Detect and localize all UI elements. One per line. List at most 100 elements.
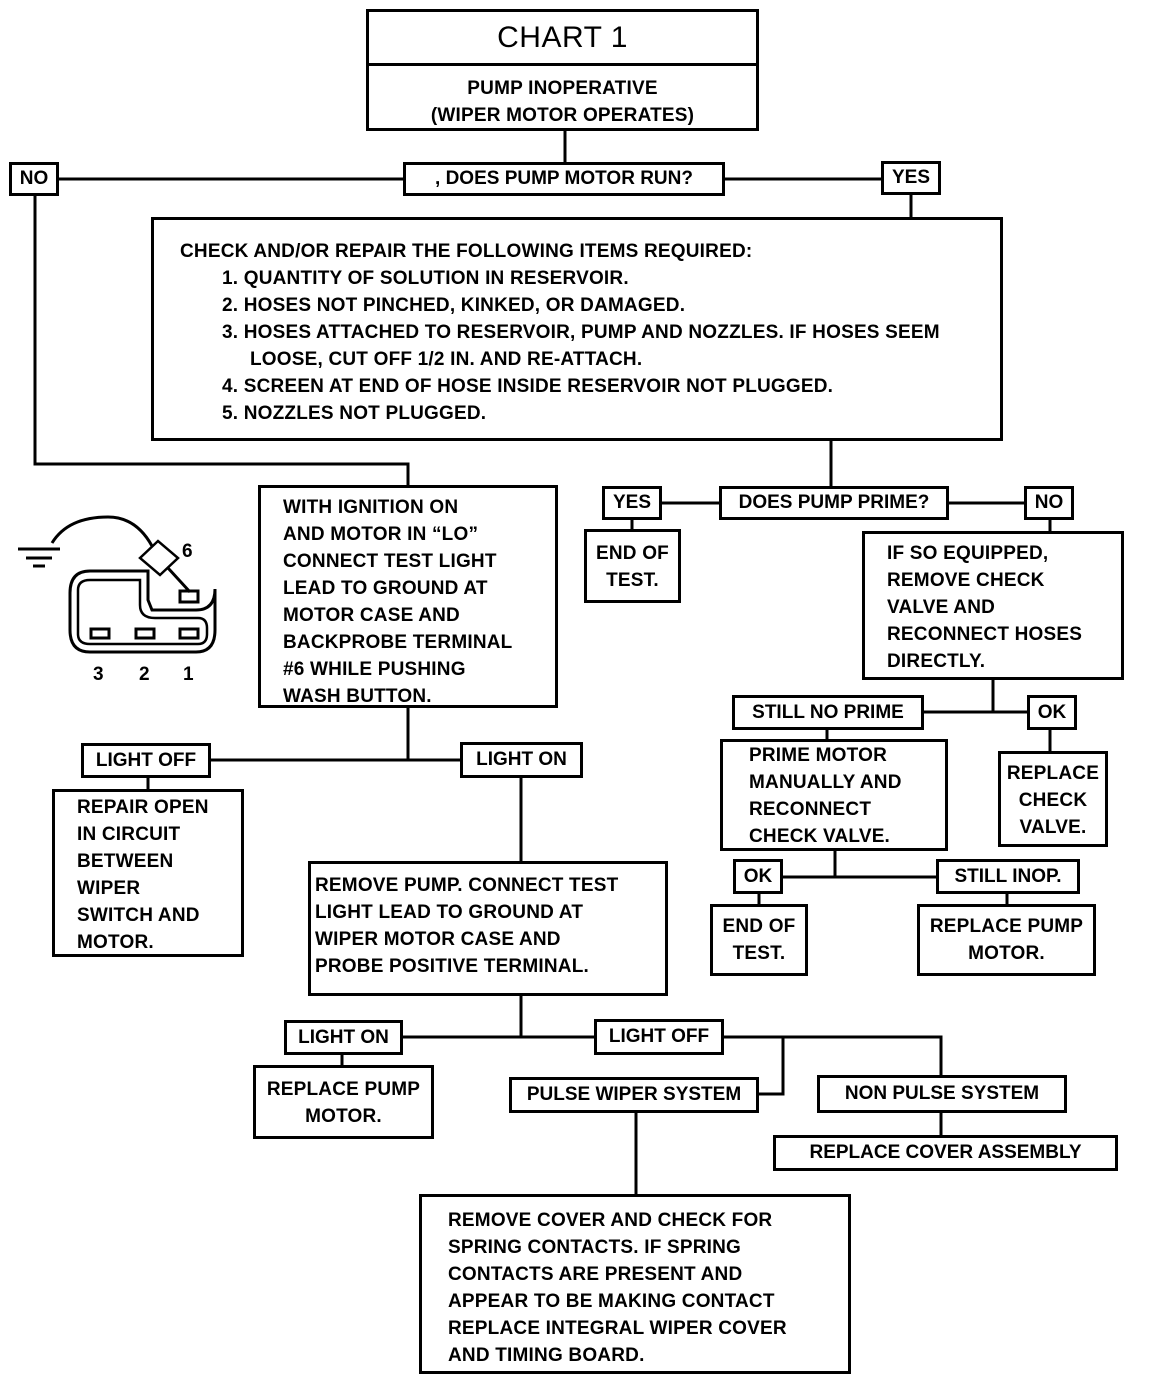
remove-pump-line-1: REMOVE PUMP. CONNECT TEST [315, 875, 619, 896]
check-items-list: 1. QUANTITY OF SOLUTION IN RESERVOIR. 2.… [180, 265, 990, 427]
prime-line-2: MANUALLY AND [749, 772, 902, 793]
edge-no-to-ignition [33, 195, 410, 486]
ignition-line-2: AND MOTOR IN “LO” [283, 524, 479, 545]
replace-check-valve-box: REPLACE CHECK VALVE. [998, 751, 1108, 847]
connector-outline [68, 569, 217, 654]
remove-replace-line-1: REPLACE PUMP [266, 1079, 421, 1100]
replace-cover-assembly-box: REPLACE COVER ASSEMBLY [773, 1135, 1118, 1171]
probe-tip [166, 566, 192, 594]
terminal-1-slot [178, 627, 200, 640]
remove-replace-pump-box: REPLACE PUMP MOTOR. [253, 1065, 434, 1139]
non-pulse-system-label: NON PULSE SYSTEM [817, 1075, 1067, 1113]
prime-ok-label: OK [733, 859, 783, 894]
pulse-wiper-system-label: PULSE WIPER SYSTEM [509, 1077, 759, 1113]
spring-line-6: AND TIMING BOARD. [448, 1345, 645, 1366]
ignition-line-8: WASH BUTTON. [283, 686, 432, 707]
valve-line-5: DIRECTLY. [887, 651, 986, 672]
connector-inner [76, 578, 209, 646]
q1-yes-label: YES [881, 161, 941, 195]
light-on-label: LIGHT ON [460, 742, 583, 778]
remove-pump-box: REMOVE PUMP. CONNECT TEST LIGHT LEAD TO … [308, 861, 668, 996]
replace-valve-line-3: VALVE. [1019, 817, 1087, 838]
title-line1: PUMP INOPERATIVE [467, 78, 658, 99]
repair-line-2: IN CIRCUIT [77, 824, 181, 845]
ignition-line-7: #6 WHILE PUSHING [283, 659, 466, 680]
edge-off-to-nonpulse [783, 1035, 943, 1076]
q2-end-line-2: TEST. [606, 570, 659, 591]
prime-line-3: RECONNECT [749, 799, 872, 820]
still-inop-label: STILL INOP. [936, 859, 1080, 894]
title-line2: (WIPER MOTOR OPERATES) [430, 105, 695, 126]
edge-off-to-pulse [722, 1035, 785, 1096]
remove-pump-line-2: LIGHT LEAD TO GROUND AT [315, 902, 584, 923]
spring-contacts-box: REMOVE COVER AND CHECK FOR SPRING CONTAC… [419, 1194, 851, 1374]
spring-line-2: SPRING CONTACTS. IF SPRING [448, 1237, 742, 1258]
remove-light-off-label: LIGHT OFF [594, 1019, 724, 1055]
valve-ok-label: OK [1027, 695, 1077, 730]
prime-replace-pump-box: REPLACE PUMP MOTOR. [917, 904, 1096, 976]
repair-open-circuit-box: REPAIR OPEN IN CIRCUIT BETWEEN WIPER SWI… [52, 789, 244, 957]
prime-line-4: CHECK VALVE. [749, 826, 891, 847]
prime-replace-line-2: MOTOR. [968, 943, 1045, 964]
q1-does-pump-motor-run: , DOES PUMP MOTOR RUN? [403, 162, 725, 196]
chart-title: CHART 1 [369, 12, 756, 66]
prime-end-line-1: END OF [722, 916, 796, 937]
prime-motor-box: PRIME MOTOR MANUALLY AND RECONNECT CHECK… [720, 739, 948, 851]
terminal-2-label: 2 [139, 664, 150, 685]
light-off-label: LIGHT OFF [81, 743, 211, 778]
remove-check-valve-box: IF SO EQUIPPED, REMOVE CHECK VALVE AND R… [862, 531, 1124, 680]
prime-end-line-2: TEST. [732, 943, 786, 964]
repair-line-3: BETWEEN [77, 851, 174, 872]
ignition-line-1: WITH IGNITION ON [283, 497, 459, 518]
terminal-6-label: 6 [182, 541, 193, 562]
replace-valve-line-2: CHECK [1018, 790, 1088, 811]
valve-line-2: REMOVE CHECK [887, 570, 1045, 591]
repair-line-6: MOTOR. [77, 932, 154, 953]
remove-replace-line-2: MOTOR. [305, 1106, 382, 1127]
prime-replace-line-1: REPLACE PUMP [929, 916, 1084, 937]
check-item-2: 2. HOSES NOT PINCHED, KINKED, OR DAMAGED… [222, 295, 686, 316]
prime-line-1: PRIME MOTOR [749, 745, 888, 766]
connector-diagram [18, 515, 217, 654]
check-heading: CHECK AND/OR REPAIR THE FOLLOWING ITEMS … [180, 241, 753, 262]
valve-line-4: RECONNECT HOSES [887, 624, 1083, 645]
repair-line-1: REPAIR OPEN [77, 797, 209, 818]
ignition-line-6: BACKPROBE TERMINAL [283, 632, 513, 653]
q2-end-of-test: END OF TEST. [584, 529, 681, 603]
spring-line-3: CONTACTS ARE PRESENT AND [448, 1264, 743, 1285]
check-item-4: 4. SCREEN AT END OF HOSE INSIDE RESERVOI… [222, 376, 834, 397]
q2-no-label: NO [1024, 486, 1074, 520]
terminal-3-slot [89, 627, 111, 640]
valve-line-3: VALVE AND [887, 597, 996, 618]
spring-line-1: REMOVE COVER AND CHECK FOR [448, 1210, 773, 1231]
ignition-line-4: LEAD TO GROUND AT [283, 578, 488, 599]
replace-valve-line-1: REPLACE [1006, 763, 1100, 784]
spring-line-5: REPLACE INTEGRAL WIPER COVER [448, 1318, 787, 1339]
q2-end-line-1: END OF [596, 543, 669, 564]
remove-pump-line-4: PROBE POSITIVE TERMINAL. [315, 956, 589, 977]
ignition-test-box: WITH IGNITION ON AND MOTOR IN “LO” CONNE… [258, 485, 558, 708]
prime-end-of-test: END OF TEST. [710, 904, 808, 976]
spring-line-4: APPEAR TO BE MAKING CONTACT [448, 1291, 775, 1312]
test-probe-icon [138, 539, 180, 577]
remove-pump-line-3: WIPER MOTOR CASE AND [315, 929, 561, 950]
still-no-prime-label: STILL NO PRIME [732, 695, 924, 730]
terminal-3-label: 3 [93, 664, 104, 685]
test-lead-wire [50, 515, 154, 547]
remove-light-on-label: LIGHT ON [284, 1020, 403, 1055]
repair-line-5: SWITCH AND [77, 905, 200, 926]
check-repair-box: CHECK AND/OR REPAIR THE FOLLOWING ITEMS … [151, 217, 1003, 441]
ignition-line-3: CONNECT TEST LIGHT [283, 551, 497, 572]
ignition-line-5: MOTOR CASE AND [283, 605, 460, 626]
valve-line-1: IF SO EQUIPPED, [887, 543, 1049, 564]
check-item-5: 5. NOZZLES NOT PLUGGED. [222, 403, 487, 424]
q1-no-label: NO [9, 162, 59, 196]
repair-line-4: WIPER [77, 878, 141, 899]
q2-yes-label: YES [602, 486, 662, 520]
terminal-2-slot [134, 627, 156, 640]
q2-does-pump-prime: DOES PUMP PRIME? [719, 486, 949, 520]
check-item-1: 1. QUANTITY OF SOLUTION IN RESERVOIR. [222, 268, 629, 289]
check-item-3: 3. HOSES ATTACHED TO RESERVOIR, PUMP AND… [222, 322, 940, 370]
